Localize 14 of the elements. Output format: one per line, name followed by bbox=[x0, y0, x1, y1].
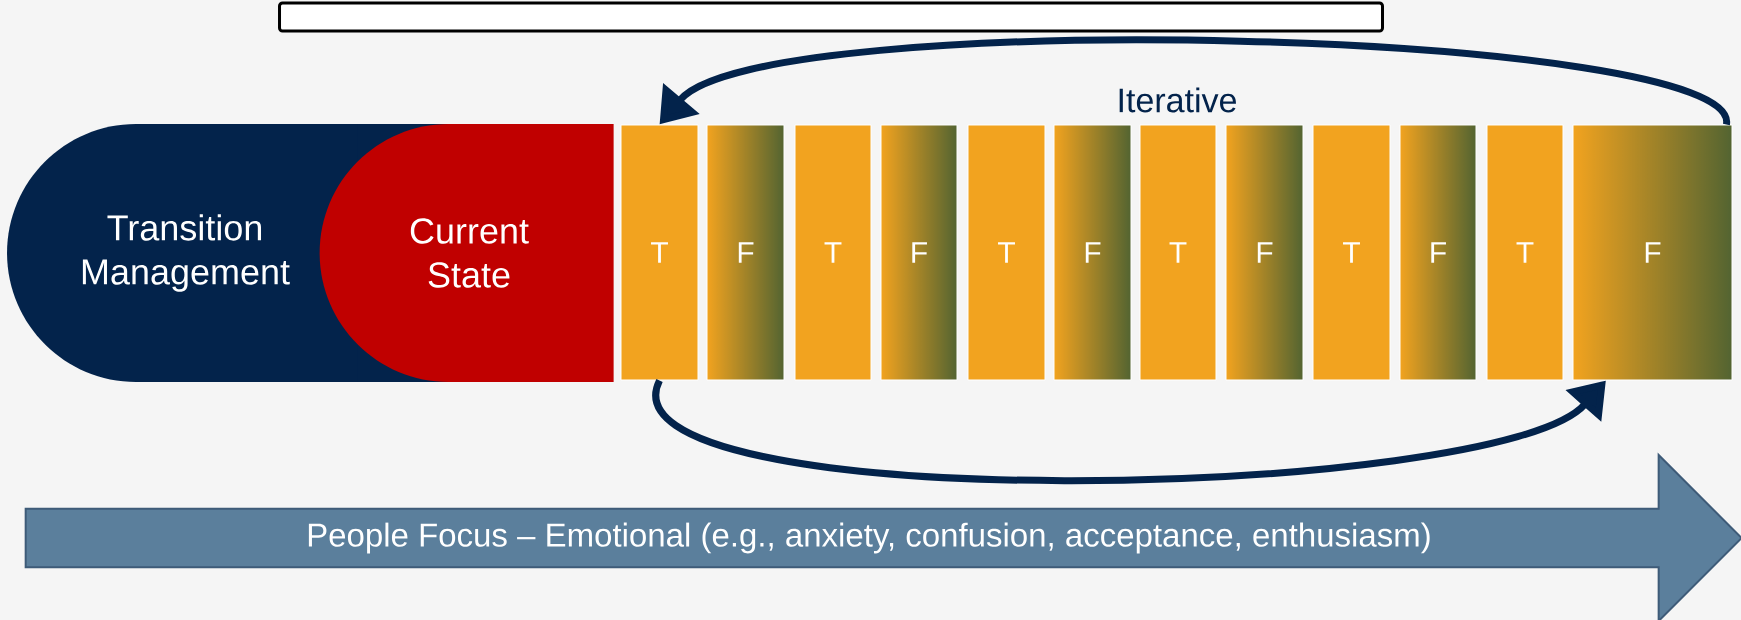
step-box: F bbox=[1225, 124, 1304, 381]
step-box: T bbox=[794, 124, 872, 381]
step-box: T bbox=[620, 124, 699, 381]
step-box: F bbox=[706, 124, 785, 381]
frame-box bbox=[278, 1, 1384, 33]
step-box: T bbox=[1486, 124, 1564, 381]
step-box: F bbox=[1572, 124, 1733, 381]
step-box: F bbox=[880, 124, 958, 381]
step-box: F bbox=[1399, 124, 1477, 381]
step-box: T bbox=[1312, 124, 1391, 381]
edge-label: Iterative bbox=[1114, 85, 1240, 115]
step-box: T bbox=[967, 124, 1046, 381]
step-box: F bbox=[1053, 124, 1132, 381]
step-box: T bbox=[1139, 124, 1217, 381]
